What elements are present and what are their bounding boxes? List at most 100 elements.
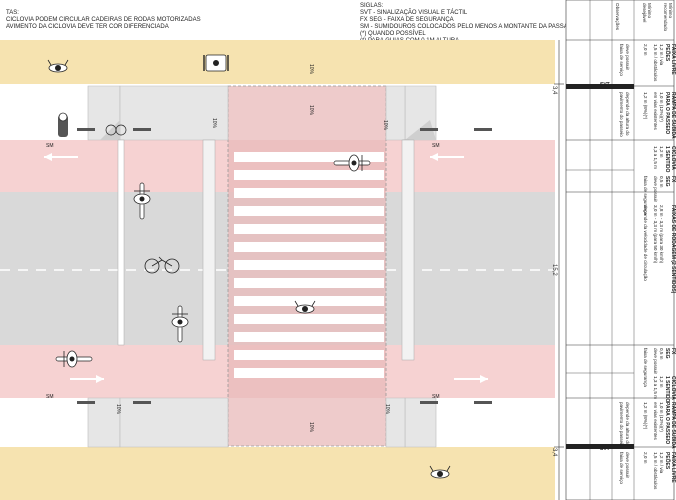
sm-mark: SM: [432, 394, 440, 400]
row-faixa-livre-bottom-value: 1,5 m / obstáculos: [653, 452, 658, 490]
notes-left-line1: TAS:: [6, 10, 19, 16]
zebra-stripe: [234, 350, 384, 360]
ramp-right-bottom: [404, 397, 437, 448]
row-faixa-livre-top-title: FAIXA LIVRE: [670, 44, 676, 75]
slope-mark: 10%: [115, 404, 121, 415]
row-fxseg-bottom-value: faixa de segurança: [643, 348, 648, 387]
zebra-stripe: [234, 188, 384, 198]
dim-left: 3,4: [551, 86, 557, 95]
row-rampa-top-value: 1,0 m (12%)(*): [659, 92, 664, 122]
row-faixas-rodagem-value: 2,8 m - 3,3 m (para 30 km/h): [659, 205, 664, 264]
zebra-stripe: [234, 314, 384, 324]
row-faixa-livre-bottom-value: deve possuir: [625, 452, 630, 479]
row-faixa-livre-bottom-value: faixa de serviço: [619, 452, 624, 484]
row-fxseg-bottom-title: FX: [670, 348, 676, 355]
zebra-stripe: [234, 152, 384, 162]
bollard-icon: [58, 112, 68, 137]
table-header: Observações: [615, 3, 620, 31]
row-rampa-top-title: RAMPA DE SUBIDA: [670, 92, 676, 139]
bicycle-icon: [144, 256, 180, 274]
notes-left-line3: AVIMENTO DA CICLOVIA DEVE TER COR DIFERE…: [6, 24, 169, 30]
row-rampa-bottom-title: PARA O PASSEIO: [664, 402, 670, 444]
table-header: Mínimo: [647, 3, 652, 19]
sidewalk-top: [0, 40, 555, 84]
row-rampa-bottom-value: em vias existentes: [653, 402, 658, 440]
row-faixa-livre-top-value: faixa de serviço: [619, 44, 624, 76]
row-ciclovia-bottom-value: 1,3 a 1,5 m: [653, 376, 658, 399]
slope-mark: 10%: [384, 404, 390, 415]
zebra-stripe: [234, 206, 384, 216]
row-rampa-top-title: PARA O PASSEIO: [664, 92, 670, 134]
row-rampa-top-value: pavimento do passeio: [619, 92, 624, 137]
row-rampa-bottom-value: 1,0 m (12%)(*): [659, 402, 664, 432]
sm-mark: SM: [46, 143, 54, 149]
row-ciclovia-bottom-title: 1 SENTIDO: [664, 376, 670, 403]
row-rampa-top-value: 1,2 m (8%)(*): [643, 92, 648, 120]
row-fxseg-bottom-value: deve possuir: [653, 348, 658, 375]
zebra-stripe: [234, 332, 384, 342]
row-faixa-livre-bottom-value: 2,0 m: [643, 452, 648, 464]
row-rampa-bottom-title: RAMPA DE SUBIDA: [670, 402, 676, 449]
dim-mid: 15,2: [551, 264, 557, 276]
notes-left: TAS: CICLOVIA PODEM CIRCULAR CADEIRAS DE…: [6, 10, 286, 31]
row-faixa-livre-bottom-title: FAIXA LIVRE: [670, 452, 676, 483]
dimensions-table: [565, 0, 675, 500]
row-faixa-livre-top-value: deve possuir: [625, 44, 630, 71]
median-right: [401, 139, 415, 361]
row-faixa-livre-top-value: 1,5 m / obstáculos: [653, 44, 658, 82]
row-fxseg-bottom-title: SEG: [664, 348, 670, 359]
row-faixa-livre-bottom-title: PEÕES: [664, 452, 671, 470]
zebra-crossing: [234, 152, 384, 378]
svt-mark: SVT: [600, 446, 610, 452]
slope-mark: 10%: [308, 105, 314, 116]
row-ciclovia-bottom-title: CICLOVIA: [670, 376, 676, 400]
abbrev-title: SIGLAS:: [360, 3, 384, 9]
row-fxseg-bottom-value: 0,5 m: [659, 348, 664, 360]
zebra-stripe: [234, 260, 384, 270]
table-header: Mínimo: [668, 3, 673, 19]
row-rampa-bottom-value: 1,2 m (8%)(*): [643, 402, 648, 430]
abbrev-svt: SVT - SINALIZAÇÃO VISUAL E TÁCTIL: [360, 10, 468, 16]
row-fxseg-top-value: 0,5 m: [659, 176, 664, 188]
row-faixas-rodagem-value: 3,0 m - 3,3 m (para 50 km/h): [653, 205, 658, 264]
row-fxseg-top-value: deve possuir: [653, 176, 658, 203]
row-ciclovia-top-title: CICLOVIA: [670, 146, 676, 170]
slope-mark: 10%: [308, 422, 314, 433]
row-faixas-rodagem-title: FAIXAS DE RODAGEM (2 SENTIDOS): [670, 205, 676, 294]
row-faixa-livre-top-value: 1,2 m / via: [659, 44, 664, 66]
row-fxseg-top-value: faixa de segurança: [643, 176, 648, 215]
table-header: desejável: [642, 3, 647, 22]
row-fxseg-top-title: FX: [670, 176, 676, 183]
zebra-stripe: [234, 242, 384, 252]
row-faixa-livre-bottom-value: 1,2 m / via: [659, 452, 664, 474]
zebra-stripe: [234, 368, 384, 378]
abbrev-possivel: (*) QUANDO POSSÍVEL: [360, 31, 426, 37]
row-faixa-livre-top-title: PEÕES: [664, 44, 671, 62]
row-ciclovia-top-value: 1,3 a 1,5 m: [653, 146, 658, 169]
zebra-stripe: [234, 296, 384, 306]
zebra-stripe: [234, 224, 384, 234]
slope-mark: 10%: [308, 64, 314, 75]
abbrev-fxseg: FX SEG - FAIXA DE SEGURANÇA: [360, 17, 454, 23]
sidewalk-bottom: [0, 447, 555, 500]
row-rampa-bottom-value: depende da altura do: [625, 402, 630, 446]
zebra-stripe: [234, 278, 384, 288]
row-ciclovia-bottom-value: 1,2 m: [659, 376, 664, 388]
dim-right: 3,4: [551, 448, 557, 457]
sm-mark: SM: [46, 394, 54, 400]
row-ciclovia-top-value: 1,2 m: [659, 146, 664, 158]
row-fxseg-top-title: SEG: [664, 176, 670, 187]
slope-mark: 10%: [382, 120, 388, 131]
wheelchair-icon: [203, 54, 229, 72]
row-faixa-livre-top-value: 2,0 m: [643, 44, 648, 56]
abbrev-sm: SM - SUMIDOUROS COLOCADOS PELO MENOS A M…: [360, 24, 587, 30]
zebra-stripe: [234, 170, 384, 180]
row-rampa-top-value: em vias existentes: [653, 92, 658, 130]
notes-left-line2: CICLOVIA PODEM CIRCULAR CADEIRAS DE RODA…: [6, 17, 201, 23]
row-ciclovia-top-title: 1 SENTIDO: [664, 146, 670, 173]
dimension-line: [554, 40, 564, 500]
row-rampa-top-value: depende da altura do: [625, 92, 630, 136]
row-faixas-rodagem-value: depende da velocidade de circulação: [643, 205, 648, 281]
sm-mark: SM: [432, 143, 440, 149]
